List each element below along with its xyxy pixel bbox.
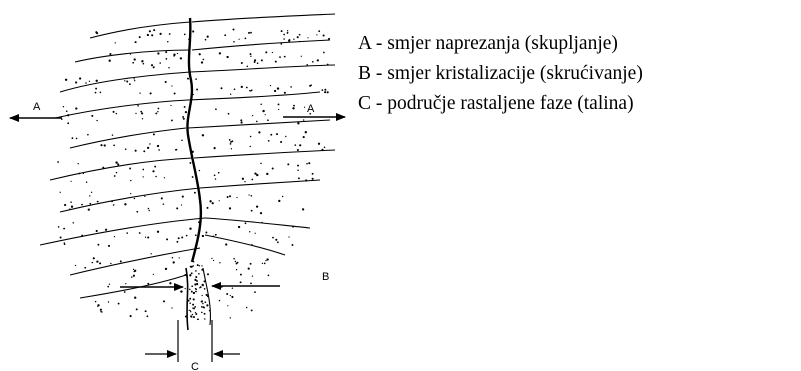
melt-zone-edge bbox=[202, 267, 211, 326]
label-a-left: A bbox=[33, 101, 41, 113]
label-b: B bbox=[322, 271, 329, 283]
legend-item-b: B - smjer kristalizacije (skrućivanje) bbox=[358, 63, 643, 84]
grain-lines-right bbox=[187, 13, 336, 256]
stipple-dots bbox=[57, 28, 330, 321]
grain-lines-left bbox=[39, 21, 206, 299]
central-crack bbox=[186, 17, 203, 263]
label-c: C bbox=[191, 361, 199, 371]
legend-item-c: C - područje rastaljene faze (talina) bbox=[358, 93, 634, 114]
crack-tail bbox=[185, 267, 189, 331]
label-a-right: A bbox=[307, 103, 315, 115]
legend-item-a: A - smjer naprezanja (skupljanje) bbox=[358, 33, 618, 54]
legend: A - smjer naprezanja (skupljanje) B - sm… bbox=[358, 29, 643, 119]
